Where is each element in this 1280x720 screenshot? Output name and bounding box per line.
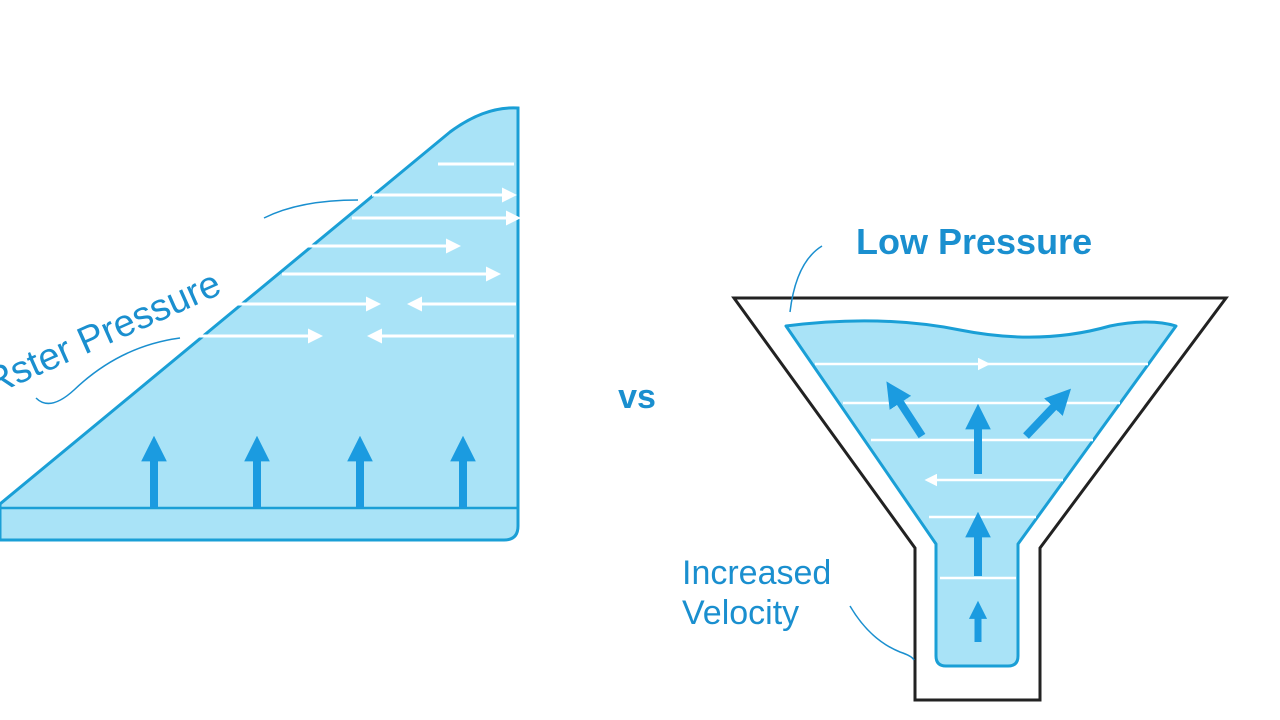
low-pressure-label: Low Pressure bbox=[856, 221, 1092, 262]
versus-label: vs bbox=[618, 378, 656, 416]
triangle-container bbox=[0, 106, 520, 542]
pressure-label-leader-bottom bbox=[35, 337, 181, 405]
flow-lines-left bbox=[186, 162, 521, 344]
funnel-water bbox=[784, 319, 1178, 668]
increased-velocity-label-line1: Increased bbox=[682, 554, 831, 592]
up-arrows-left bbox=[141, 435, 476, 508]
arrow-up-left-icon bbox=[886, 381, 926, 439]
right-panel: Low Pressure Increased Velocity bbox=[682, 221, 1229, 702]
pressure-label-leader-top bbox=[263, 199, 359, 219]
increased-velocity-label-line2: Velocity bbox=[682, 594, 799, 632]
left-panel: Rster Pressure bbox=[0, 106, 521, 542]
arrow-up-right-icon bbox=[1023, 388, 1072, 439]
up-arrows-right bbox=[886, 381, 1072, 642]
low-pressure-leader bbox=[789, 245, 823, 313]
velocity-leader bbox=[849, 605, 915, 661]
